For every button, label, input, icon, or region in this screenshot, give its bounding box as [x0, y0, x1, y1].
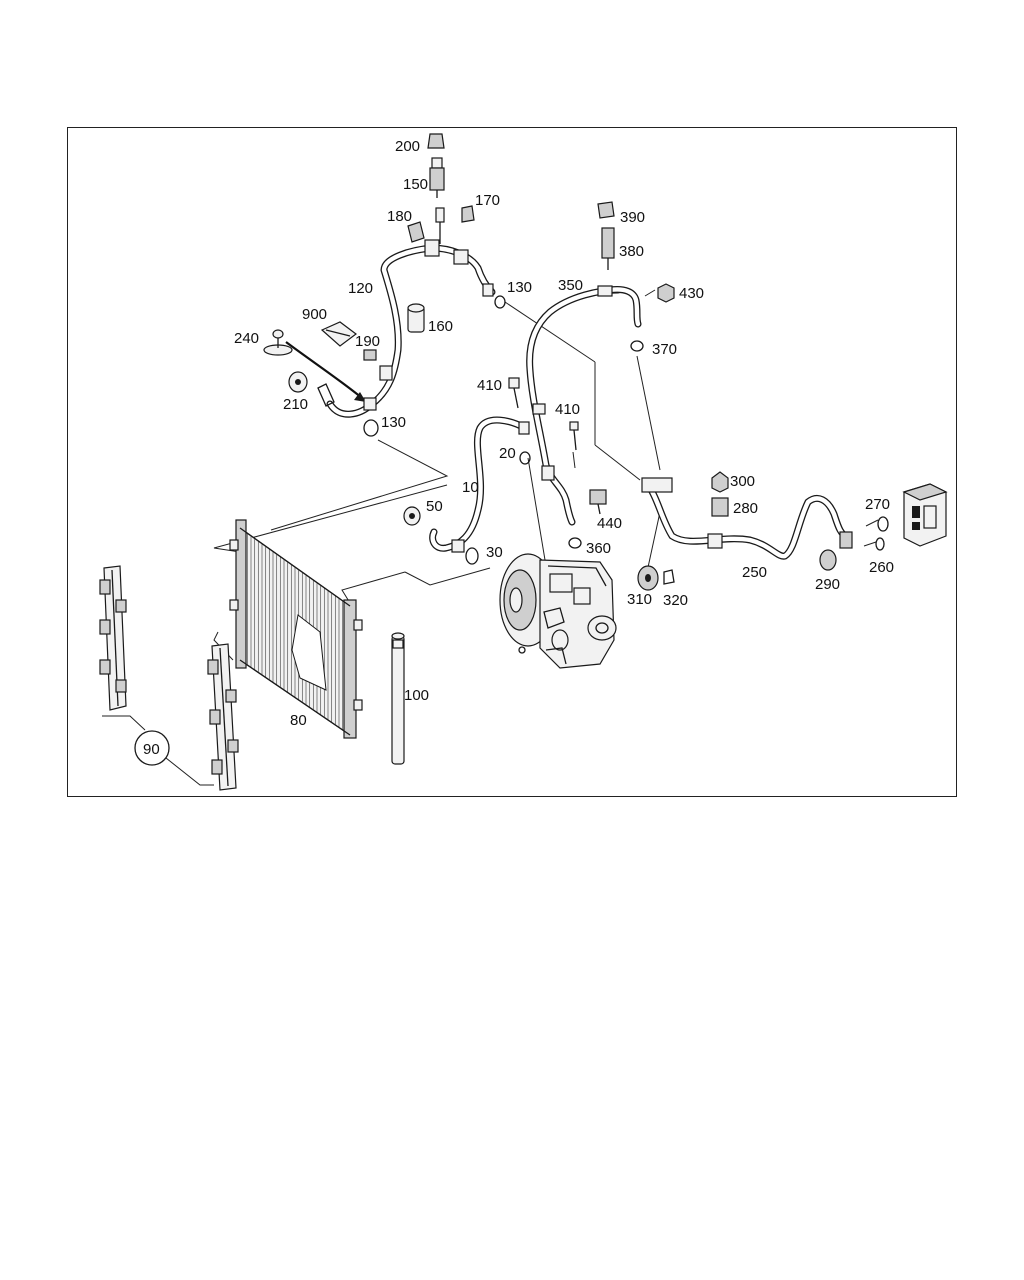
label-280: 280 [733, 500, 758, 517]
label-100: 100 [404, 687, 429, 704]
label-130-b: 130 [381, 414, 406, 431]
label-320: 320 [663, 592, 688, 609]
label-410-a: 410 [477, 377, 502, 394]
label-90: 90 [143, 741, 160, 758]
part-170 [461, 205, 475, 223]
label-250: 250 [742, 564, 767, 581]
label-410-b: 410 [555, 401, 580, 418]
label-360: 360 [586, 540, 611, 557]
part-280-bracket [711, 497, 729, 517]
label-170: 170 [475, 192, 500, 209]
receiver-drier-100 [391, 632, 405, 765]
label-30: 30 [486, 544, 503, 561]
label-180: 180 [387, 208, 412, 225]
part-30-oring [465, 547, 479, 565]
arrow-indicator [285, 341, 366, 402]
compressor [499, 553, 617, 669]
part-20-oring [519, 451, 531, 465]
part-410-bolt-a [508, 377, 520, 389]
part-90-callout-circle [134, 730, 170, 766]
label-310: 310 [627, 591, 652, 608]
label-240: 240 [234, 330, 259, 347]
part-130-oring-b [363, 419, 379, 437]
part-410-bolt-b [569, 421, 579, 431]
part-900-tag [320, 321, 357, 347]
part-290-grommet [819, 549, 837, 571]
part-200-cap [427, 133, 445, 149]
label-430: 430 [679, 285, 704, 302]
label-150: 150 [403, 176, 428, 193]
part-390-cap [597, 201, 615, 219]
part-130-oring-a [494, 295, 506, 309]
label-80: 80 [290, 712, 307, 729]
label-390: 390 [620, 209, 645, 226]
part-180 [407, 221, 425, 243]
label-370: 370 [652, 341, 677, 358]
label-260: 260 [869, 559, 894, 576]
part-440 [589, 489, 607, 505]
part-270-oring [877, 516, 889, 532]
refrigerant-line-350 [508, 201, 675, 549]
label-130-a: 130 [507, 279, 532, 296]
label-300: 300 [730, 473, 755, 490]
part-labels: 200 150 170 180 120 130 900 160 240 190 … [143, 138, 894, 758]
part-150-valve [431, 157, 443, 169]
part-370-oring [630, 340, 644, 352]
label-290: 290 [815, 576, 840, 593]
label-350: 350 [558, 277, 583, 294]
label-270: 270 [865, 496, 890, 513]
label-50: 50 [426, 498, 443, 515]
part-430-nut [657, 283, 675, 303]
label-10: 10 [462, 479, 479, 496]
side-bracket-90-right [207, 643, 239, 791]
part-380-valve [601, 227, 615, 259]
label-190: 190 [355, 333, 380, 350]
expansion-valve [902, 483, 948, 547]
label-210: 210 [283, 396, 308, 413]
part-300-nut [711, 471, 729, 493]
part-260-oring [875, 537, 885, 551]
refrigerant-line-120 [317, 222, 496, 418]
part-320 [663, 569, 675, 585]
label-900: 900 [302, 306, 327, 323]
label-20: 20 [499, 445, 516, 462]
label-160: 160 [428, 318, 453, 335]
refrigerant-line-10 [403, 416, 531, 565]
part-360-oring [568, 537, 582, 549]
label-440: 440 [597, 515, 622, 532]
label-380: 380 [619, 243, 644, 260]
condenser-80 [229, 519, 363, 739]
label-120: 120 [348, 280, 373, 297]
label-200: 200 [395, 138, 420, 155]
refrigerant-line-250 [637, 471, 948, 591]
side-bracket-90-left [99, 565, 127, 711]
diagram-frame [67, 127, 957, 797]
sensor-cluster [263, 133, 506, 437]
part-190 [363, 349, 377, 361]
